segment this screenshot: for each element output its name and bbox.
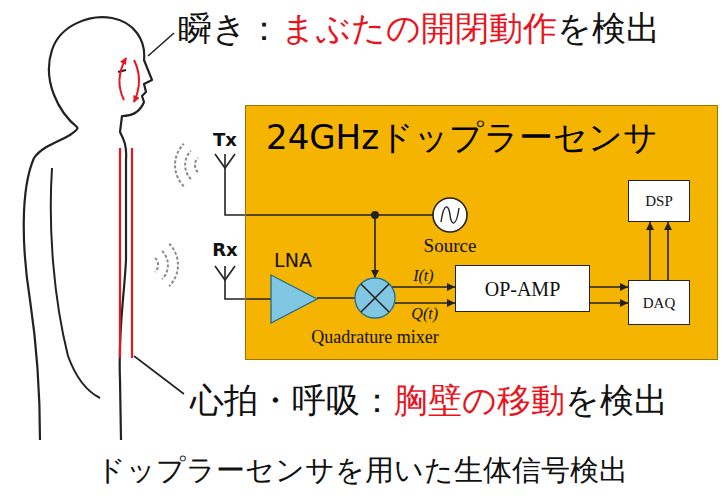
chest-wall-line xyxy=(119,148,121,358)
amplifier-triangle xyxy=(271,275,317,323)
source-symbol xyxy=(431,196,469,234)
leader-line xyxy=(134,356,184,394)
highlight-text: 胸壁の移動 xyxy=(394,380,565,420)
antenna-label: Tx xyxy=(213,129,237,150)
node-label: Source xyxy=(424,235,477,257)
signal-connector xyxy=(590,286,628,288)
sensor-housing: 24GHzドップラーセンサ SourceLNA Quadrature mixer OP… xyxy=(245,105,718,360)
callout-line: 瞬き：まぶたの開閉動作を検出 xyxy=(178,6,660,50)
rx-wire xyxy=(225,266,271,299)
node-label: DSP xyxy=(645,192,673,210)
blink-arrow xyxy=(134,60,139,102)
signal-connector xyxy=(317,297,355,299)
mixer-circle xyxy=(355,278,395,318)
highlight-text: まぶたの開閉動作 xyxy=(281,8,557,48)
signal-connector xyxy=(649,222,651,280)
daq-box: DAQ xyxy=(628,280,690,325)
radio-waves xyxy=(155,144,198,286)
caption: ドップラーセンサを用いた生体信号検出 xyxy=(96,453,628,487)
callout-text: 心拍・呼吸： xyxy=(190,380,394,420)
human-front-outline xyxy=(49,17,152,440)
signal-connector xyxy=(394,302,455,304)
signal-connector xyxy=(392,286,455,288)
tx-wire xyxy=(225,154,375,215)
amplifier-symbol xyxy=(267,274,319,324)
signal-connector xyxy=(590,302,628,304)
callout-text: を検出 xyxy=(557,8,660,48)
signal-connector xyxy=(667,222,669,280)
leader-line xyxy=(148,33,174,56)
node-label: DAQ xyxy=(643,294,676,312)
sine-symbol xyxy=(441,207,459,223)
sensor-panel-fill xyxy=(245,105,718,360)
human-arm-outline xyxy=(51,168,100,398)
source-circle xyxy=(433,198,467,232)
signal-source: Source xyxy=(405,196,495,258)
antenna-label-box: Tx xyxy=(205,128,245,151)
node-label: Quadrature mixer xyxy=(311,326,438,348)
caption-box: ドップラーセンサを用いた生体信号検出 xyxy=(0,452,723,490)
opamp-box: OP-AMP xyxy=(455,265,590,312)
signal-name: I(t) xyxy=(413,267,433,285)
blink-arrow xyxy=(119,58,126,100)
mixer-cross xyxy=(361,284,389,312)
antenna-label: Rx xyxy=(212,239,237,260)
signal-name: Q(t) xyxy=(411,305,438,323)
chest-wall-line xyxy=(131,148,133,358)
lna-amplifier: LNA xyxy=(262,248,324,328)
mixer-symbol xyxy=(353,276,397,320)
antenna-label-box: Rx xyxy=(205,238,245,261)
node-label: OP-AMP xyxy=(485,277,561,301)
dsp-box: DSP xyxy=(628,180,690,222)
callout-text: を検出 xyxy=(565,380,668,420)
node-label: 24GHzドップラーセンサ xyxy=(246,106,658,158)
callout-line: 心拍・呼吸：胸壁の移動を検出 xyxy=(190,378,668,422)
callout-text: 瞬き： xyxy=(178,8,281,48)
node-label: LNA xyxy=(274,248,312,272)
